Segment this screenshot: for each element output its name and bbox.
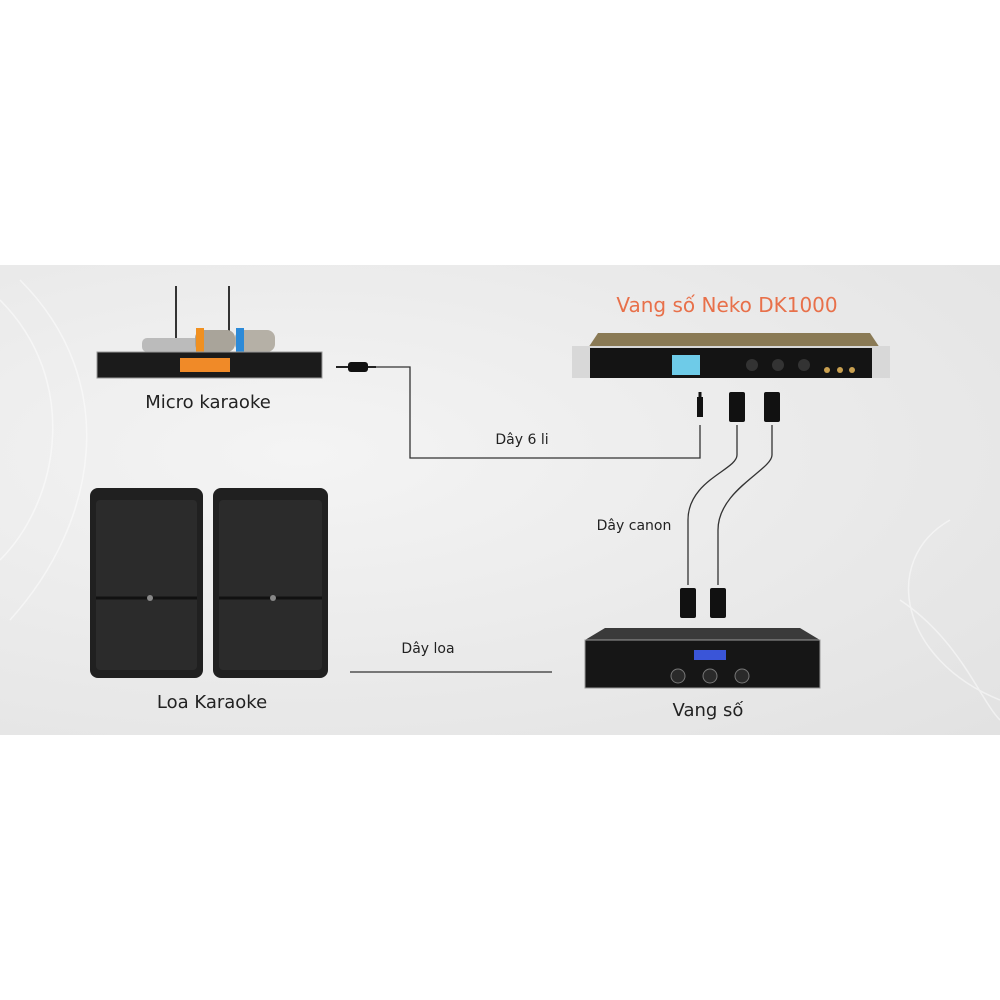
speaker-left [90,488,203,678]
cable-speaker-label: Dây loa [401,641,455,657]
speakers-label: Loa Karaoke [156,692,268,713]
cable-6li [375,366,701,459]
amp-label: Vang số [672,700,744,721]
canon-plug-icon [680,588,696,618]
micro-karaoke-device [96,286,323,379]
speaker-right [213,488,328,678]
cable-canon-label: Dây canon [596,518,672,534]
wave-pattern [0,279,1000,721]
canon-plug-icon [729,392,745,422]
canon-plug-icon [710,588,726,618]
dk1000-title: Vang số Neko DK1000 [616,293,838,317]
micro-karaoke-label: Micro karaoke [145,392,271,413]
neko-dk1000-device [572,333,890,378]
cable-6li-label: Dây 6 li [495,432,549,448]
cable-canon [687,425,773,585]
jack-plug-icon [697,392,703,417]
amplifier-device [584,628,821,689]
jack-connector-icon [336,362,376,372]
canon-plug-icon [764,392,780,422]
